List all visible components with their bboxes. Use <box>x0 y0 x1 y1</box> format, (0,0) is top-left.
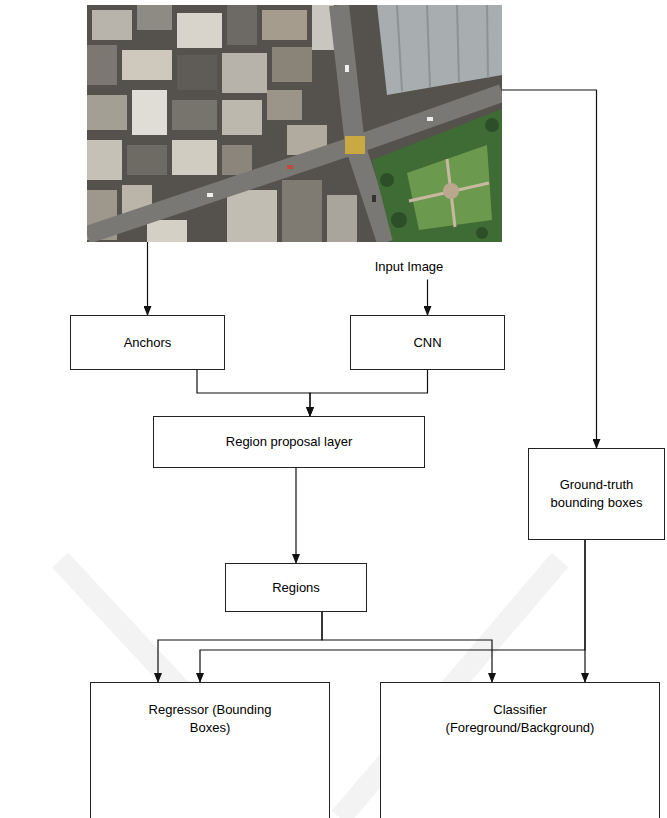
tall-building <box>377 5 502 95</box>
process-box: CNN <box>350 315 505 370</box>
flow-arrow <box>200 540 585 682</box>
process-box: Region proposal layer <box>153 416 425 468</box>
ground <box>87 5 502 242</box>
flow-arrow <box>322 612 492 682</box>
park <box>372 109 502 242</box>
box-label: Regressor (Bounding Boxes) <box>148 701 273 736</box>
box-label: Ground-truth bounding boxes <box>544 476 649 511</box>
box-label: Regions <box>272 579 320 597</box>
aerial-photo <box>87 5 502 242</box>
flow-arrow <box>158 612 322 682</box>
box-label: Region proposal layer <box>226 433 352 451</box>
process-box: Anchors <box>70 315 225 370</box>
process-box: Ground-truth bounding boxes <box>528 448 665 540</box>
box-label: CNN <box>413 334 441 352</box>
rooftops <box>87 5 357 242</box>
roads <box>87 5 502 242</box>
flow-arrow <box>197 370 310 416</box>
box-label: Anchors <box>124 334 172 352</box>
image-caption: Input Image <box>375 258 444 276</box>
flow-arrow <box>295 468 296 563</box>
output-box: Regressor (Bounding Boxes) <box>90 682 330 818</box>
box-label: Classifier (Foreground/Background) <box>438 701 603 736</box>
flow-arrow <box>502 90 597 448</box>
flow-arrow <box>147 242 148 315</box>
flow-arrow <box>427 280 428 316</box>
output-box: Classifier (Foreground/Background) <box>380 682 660 818</box>
process-box: Regions <box>225 563 367 612</box>
input-image: Input Image <box>87 5 502 282</box>
flow-arrow <box>310 370 428 416</box>
